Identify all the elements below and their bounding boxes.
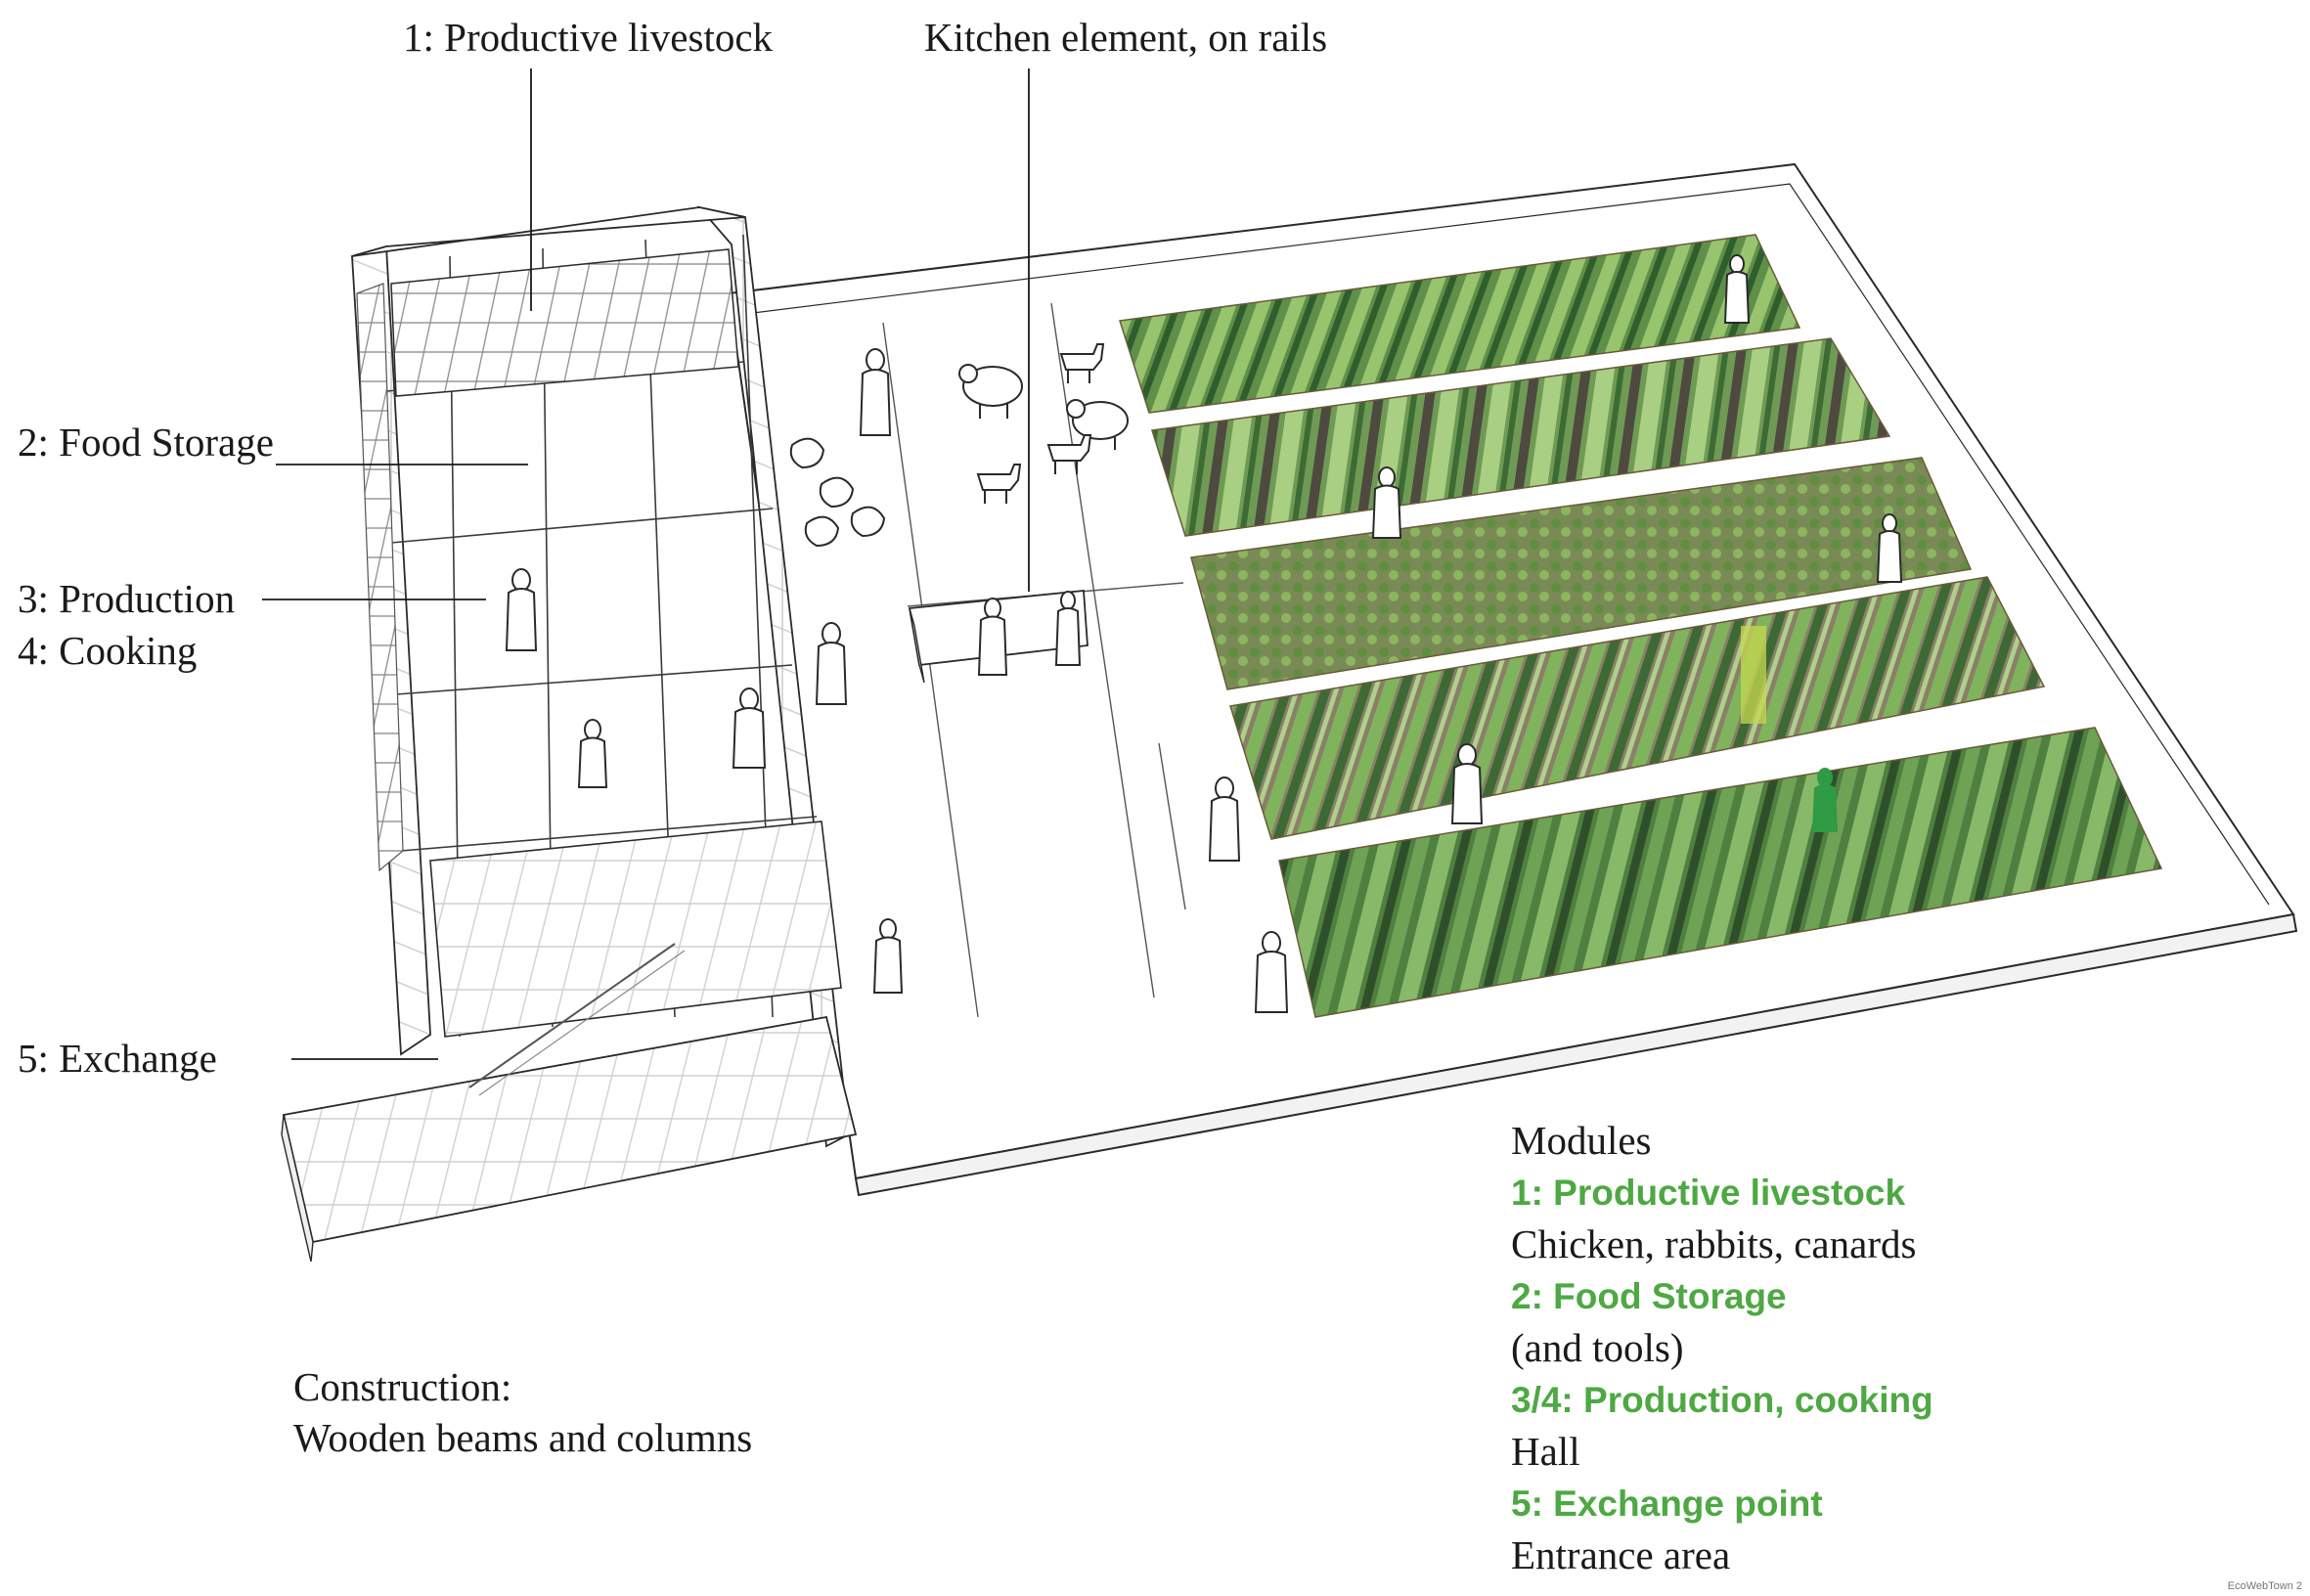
chicken-icon [819,476,855,509]
entrance-block [282,1015,858,1244]
label-construction-heading: Construction: [293,1364,512,1409]
person-icon [1876,513,1903,583]
sheep-icon [1066,399,1129,450]
person-icon [732,687,767,769]
person-icon [1811,768,1839,832]
sheep-icon [958,364,1023,419]
planting-beds [1119,234,2163,1018]
chicken-icon [789,437,825,469]
person-icon [1054,591,1082,666]
module-title: 2: Food Storage [1511,1276,1787,1316]
person-icon [1371,466,1402,539]
label-productive-livestock: 1: Productive livestock [403,15,774,60]
person-icon [977,598,1008,676]
building [281,205,858,1263]
label-construction-detail: Wooden beams and columns [293,1415,753,1460]
building-top [351,206,746,257]
module-description: Chicken, rabbits, canards [1511,1221,1917,1266]
person-icon [872,918,904,994]
planting-bed-4 [1229,576,2046,840]
modules-heading: Modules [1511,1118,1652,1163]
circulation-lines [882,302,1186,1018]
figures [505,254,1903,1013]
person-icon [1450,743,1484,824]
modules-legend: Modules 1: Productive livestock Chicken,… [1511,1115,2254,1581]
label-kitchen-element: Kitchen element, on rails [924,15,1328,60]
goat-icon [1059,343,1105,383]
label-cooking: 4: Cooking [18,628,198,673]
planting-bed-1 [1119,234,1801,414]
module-description: (and tools) [1511,1325,1684,1370]
entrance-block-side [281,1114,314,1263]
label-production: 3: Production [18,576,236,621]
module-description: Hall [1511,1429,1580,1474]
person-icon [815,622,848,705]
person-icon [1208,776,1241,862]
goat-icon [976,464,1022,504]
label-food-storage: 2: Food Storage [18,420,274,465]
person-icon [1254,931,1289,1013]
person-icon [859,348,892,436]
leader-lines [262,68,1030,1060]
person-icon [505,568,538,651]
goat-icon [1046,434,1092,474]
glass-roof [390,248,739,397]
chicken-icon [804,515,840,548]
image-credit: EcoWebTown 2 [2227,1580,2302,1592]
building-lower-wall [429,820,842,1038]
module-description: Entrance area [1511,1532,1731,1577]
planting-bed-2 [1151,337,1891,537]
chicken-icon [850,506,886,538]
entrance-stair [468,943,676,1088]
glass-facade [356,283,404,872]
planting-bed-3 [1190,457,1973,690]
person-icon [1723,254,1751,324]
light-patch [1741,626,1766,724]
person-icon [577,719,608,788]
label-exchange: 5: Exchange [18,1036,217,1081]
module-title: 3/4: Production, cooking [1511,1380,1933,1420]
module-title: 1: Productive livestock [1511,1173,1906,1213]
module-title: 5: Exchange point [1511,1484,1823,1524]
